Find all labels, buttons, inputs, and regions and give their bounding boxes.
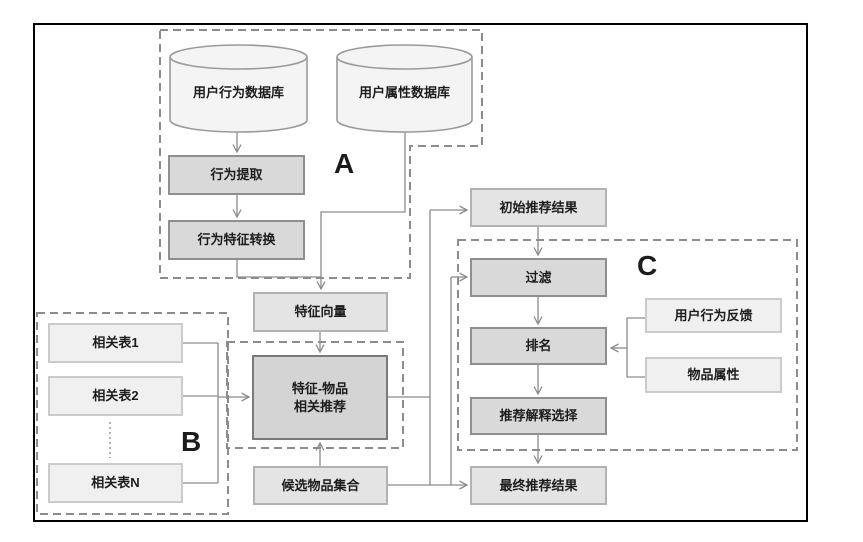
connector bbox=[626, 317, 645, 348]
node-feature-item-recommend: 特征-物品 相关推荐 bbox=[252, 355, 388, 440]
group-outlines bbox=[36, 29, 798, 515]
connector-lines bbox=[109, 132, 645, 485]
node-item-attributes: 物品属性 bbox=[645, 357, 782, 393]
database-icon bbox=[169, 44, 308, 133]
node-initial-recommend-results: 初始推荐结果 bbox=[470, 188, 607, 227]
node-related-table-n: 相关表N bbox=[48, 463, 183, 503]
node-feature-item-recommend-line1: 特征-物品 bbox=[291, 380, 349, 396]
node-user-attribute-db: 用户属性数据库 bbox=[358, 85, 450, 100]
connector bbox=[626, 348, 645, 378]
node-behavior-feature-convert: 行为特征转换 bbox=[168, 220, 305, 260]
node-filter: 过滤 bbox=[470, 258, 607, 297]
node-recommend-explanation-select: 推荐解释选择 bbox=[470, 397, 607, 435]
node-final-recommend-results: 最终推荐结果 bbox=[470, 466, 607, 505]
node-related-table-2: 相关表2 bbox=[48, 376, 183, 416]
group-a-outline bbox=[159, 29, 483, 279]
connector bbox=[321, 132, 406, 289]
group-c-outline bbox=[457, 239, 798, 451]
node-behavior-extract: 行为提取 bbox=[168, 155, 305, 195]
node-ranking: 排名 bbox=[470, 327, 607, 365]
group-b-outline bbox=[36, 312, 229, 515]
node-user-behavior-db: 用户行为数据库 bbox=[192, 85, 284, 100]
group-c-label: C bbox=[637, 250, 658, 281]
group-b-label: B bbox=[181, 426, 202, 457]
node-candidate-item-set: 候选物品集合 bbox=[253, 466, 388, 505]
connector bbox=[236, 260, 321, 278]
node-related-table-1: 相关表1 bbox=[48, 323, 183, 363]
node-user-behavior-feedback: 用户行为反馈 bbox=[645, 298, 782, 333]
group-mid-outline bbox=[226, 341, 404, 449]
database-icon bbox=[336, 44, 473, 133]
group-a-label: A bbox=[334, 148, 355, 179]
node-feature-item-recommend-line2: 相关推荐 bbox=[293, 398, 346, 414]
node-feature-vector: 特征向量 bbox=[253, 292, 388, 332]
